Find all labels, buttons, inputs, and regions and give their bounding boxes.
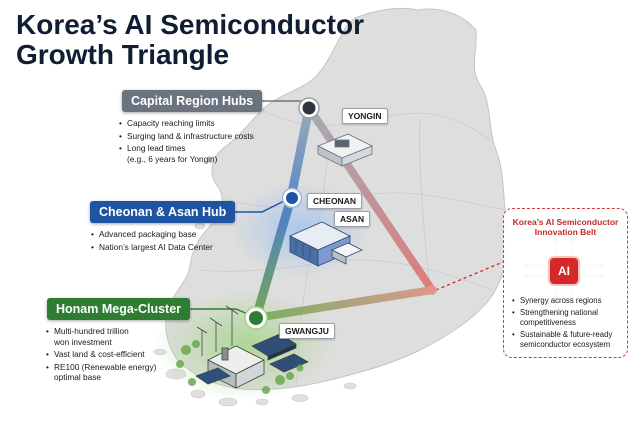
honam-bullet: Multi-hundred trillion won investment	[46, 326, 196, 347]
honam-connector	[172, 308, 251, 316]
belt-bullets: Synergy across regions Strengthening nat…	[512, 296, 622, 352]
belt-connector	[435, 261, 504, 291]
cheonan-datacenter-icon	[289, 221, 363, 267]
cheonan-bullet: Advanced packaging base	[91, 229, 261, 240]
page-title: Korea’s AI Semiconductor Growth Triangle	[16, 10, 364, 70]
node-capital	[298, 97, 320, 119]
node-east	[427, 285, 437, 295]
capital-hub-label: Capital Region Hubs	[122, 90, 263, 112]
belt-title: Korea’s AI Semiconductor Innovation Belt	[512, 217, 619, 237]
node-cheonan	[281, 187, 303, 209]
honam-bullet: RE100 (Renewable energy) optimal base	[46, 362, 196, 383]
belt-bullet: Strengthening national competitiveness	[512, 308, 622, 327]
capital-hub-bullets: Capacity reaching limits Surging land & …	[119, 118, 289, 164]
city-tag-asan: ASAN	[334, 211, 371, 227]
honam-hub-label: Honam Mega-Cluster	[47, 298, 191, 320]
capital-bullet: Surging land & infrastructure costs	[119, 131, 289, 142]
capital-bullet: Long lead times (e.g., 6 years for Yongi…	[119, 143, 289, 164]
cheonan-hub-bullets: Advanced packaging base Nation’s largest…	[91, 229, 261, 254]
belt-bullet: Synergy across regions	[512, 296, 622, 306]
ai-chip-icon: AI	[550, 258, 578, 284]
belt-bullet: Sustainable & future-ready semiconductor…	[512, 330, 622, 349]
cheonan-connector	[224, 198, 289, 213]
node-honam	[244, 306, 268, 330]
city-tag-cheonan: CHEONAN	[307, 193, 362, 209]
honam-cluster-icon	[195, 305, 309, 389]
edge-capital-to-east	[305, 104, 436, 294]
cheonan-hub-label: Cheonan & Asan Hub	[90, 201, 236, 223]
city-tag-yongin: YONGIN	[342, 108, 388, 124]
capital-bullet: Capacity reaching limits	[119, 118, 289, 129]
honam-hub-bullets: Multi-hundred trillion won investment Va…	[46, 326, 196, 385]
yongin-fab-icon	[317, 133, 373, 167]
title-line-2: Growth Triangle	[16, 39, 230, 70]
edge-honam-to-east	[252, 286, 436, 322]
title-line-1: Korea’s AI Semiconductor	[16, 9, 365, 40]
honam-bullet: Vast land & cost-efficient	[46, 349, 196, 360]
cheonan-bullet: Nation’s largest AI Data Center	[91, 242, 261, 253]
city-tag-gwangju: GWANGJU	[279, 323, 335, 339]
